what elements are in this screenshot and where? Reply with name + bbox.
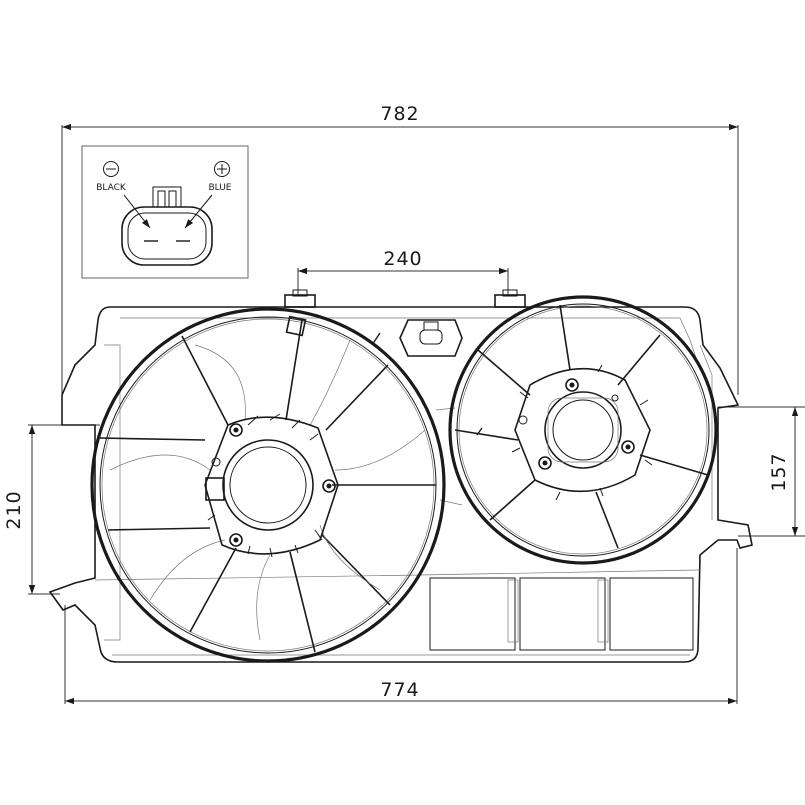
dimension-157-label: 157 xyxy=(768,452,790,491)
left-fan xyxy=(90,307,446,663)
fan-shroud xyxy=(48,289,753,663)
dimension-240: 240 xyxy=(297,248,509,296)
dimension-210-label: 210 xyxy=(3,490,25,529)
right-fan xyxy=(448,295,718,565)
dimension-210: 210 xyxy=(3,424,100,595)
connector-black-label: BLACK xyxy=(96,183,127,193)
dimension-240-label: 240 xyxy=(383,248,422,270)
dimension-782: 782 xyxy=(61,103,739,395)
dimension-157: 157 xyxy=(718,406,805,537)
dimension-774: 774 xyxy=(64,548,738,705)
connector-detail: BLACK BLUE xyxy=(81,145,249,279)
dimension-782-label: 782 xyxy=(380,103,419,125)
dimension-774-label: 774 xyxy=(380,679,419,701)
connector-blue-label: BLUE xyxy=(208,183,231,193)
